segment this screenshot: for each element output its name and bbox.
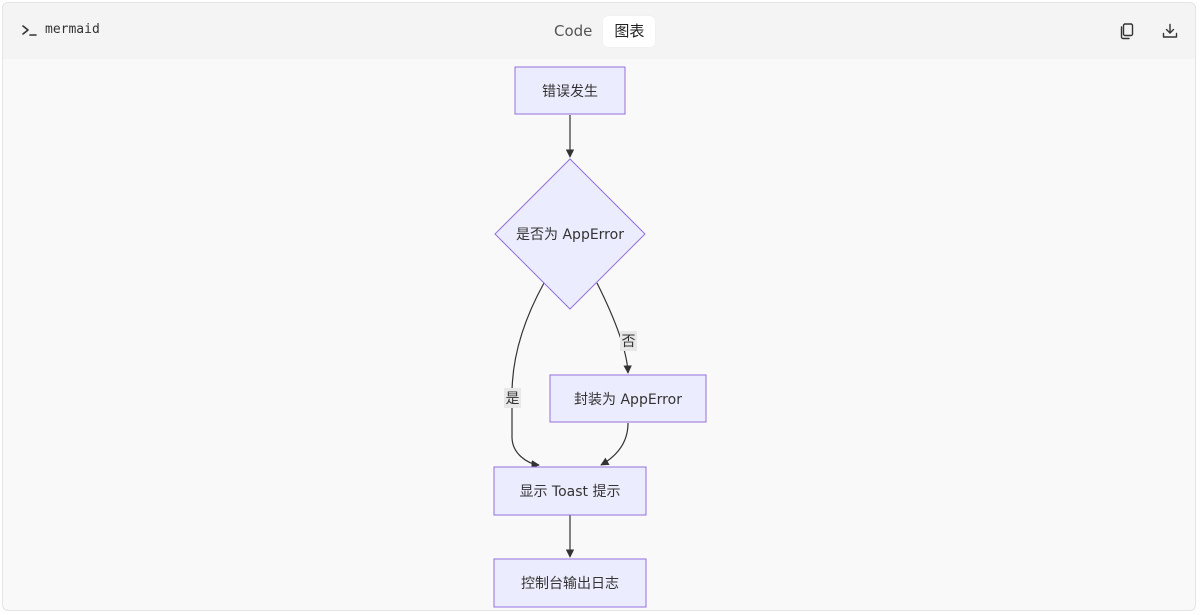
node-error-occurred-label: 错误发生 — [542, 84, 598, 100]
node-is-apperror-label: 是否为 AppError — [516, 227, 624, 243]
edge-label-yes-bg — [504, 388, 521, 408]
download-button[interactable] — [1158, 19, 1182, 43]
tab-diagram[interactable]: 图表 — [603, 16, 656, 47]
language-indicator: mermaid — [21, 22, 100, 37]
flowchart-diagram: 是 否 错误发生 是否为 AppError 封装为 AppError 显示 To… — [493, 66, 707, 608]
edge-decision-to-wrap — [596, 282, 632, 374]
edge-label-no-bg — [620, 331, 637, 351]
language-label: mermaid — [45, 22, 100, 37]
node-console-log-label: 控制台输出日志 — [521, 576, 619, 592]
node-error-occurred — [514, 66, 626, 115]
edge-wrap-to-toast — [600, 422, 629, 466]
code-block-header: mermaid Code 图表 — [3, 3, 1195, 59]
download-icon — [1162, 23, 1178, 38]
copy-icon — [1120, 23, 1134, 40]
node-console-log — [493, 558, 647, 608]
tab-code[interactable]: Code — [554, 22, 593, 40]
copy-button[interactable] — [1115, 19, 1139, 43]
node-show-toast — [493, 466, 647, 516]
node-wrap-apperror-label: 封装为 AppError — [574, 392, 682, 408]
view-toggle: Code 图表 — [543, 16, 656, 47]
node-wrap-apperror — [549, 374, 707, 423]
edge-label-yes: 是 — [506, 391, 520, 407]
node-is-apperror-decision — [494, 158, 646, 310]
edge-label-no: 否 — [622, 334, 636, 350]
node-show-toast-label: 显示 Toast 提示 — [519, 484, 620, 500]
terminal-prompt-icon — [22, 24, 37, 36]
edge-decision-to-toast — [511, 282, 545, 469]
